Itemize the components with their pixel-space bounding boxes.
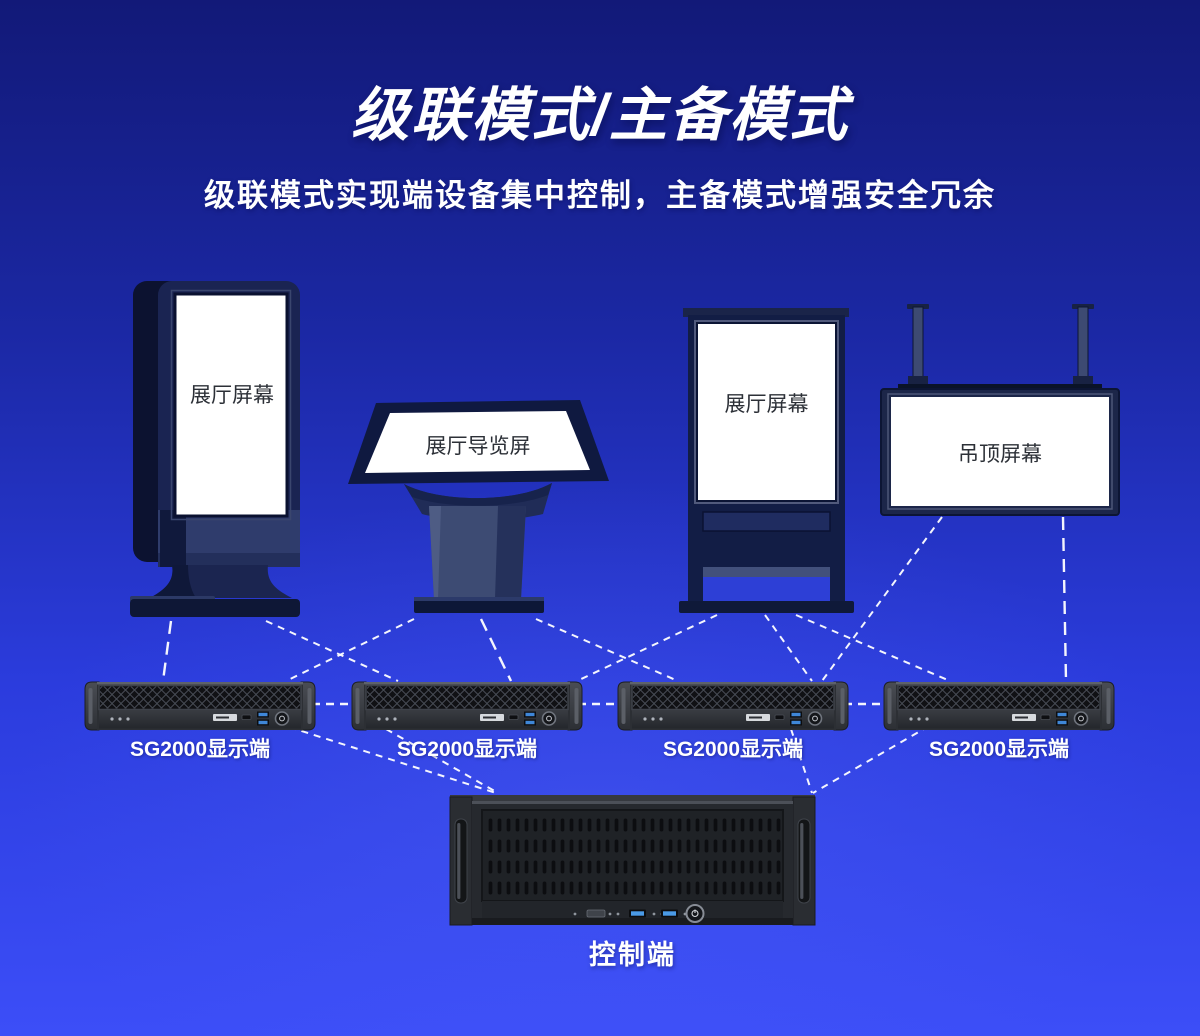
power-button-icon <box>685 904 705 923</box>
display-3-floor-stand <box>679 308 854 613</box>
server-unit-1 <box>84 681 316 731</box>
server-2-label: SG2000显示端 <box>396 738 538 761</box>
usb-ports-icon <box>629 909 678 918</box>
page-subtitle: 级联模式实现端设备集中控制，主备模式增强安全冗余 <box>204 178 996 213</box>
edge-display-3-server-3 <box>764 614 813 682</box>
page-title: 级联模式/主备模式 <box>350 83 850 148</box>
edge-display-4-server-3 <box>821 516 943 682</box>
server-unit-2 <box>351 681 583 731</box>
rack-handle-icon <box>454 818 468 904</box>
control-label: 控制端 <box>589 940 676 970</box>
display-4-screen <box>891 397 1109 506</box>
display-3-label: 展厅屏幕 <box>724 393 809 416</box>
display-4-ceiling-screen <box>880 304 1120 516</box>
server-1-label: SG2000显示端 <box>129 738 271 761</box>
edge-display-3-server-2 <box>576 614 718 682</box>
edge-display-2-server-2 <box>479 618 513 682</box>
edge-display-2-server-3 <box>535 618 679 682</box>
display-3-screen <box>696 322 837 502</box>
edge-display-2-server-1 <box>285 618 415 682</box>
ceiling-mount-poles-icon <box>907 304 1094 386</box>
display-4-label: 吊顶屏幕 <box>958 443 1042 466</box>
server-4-label: SG2000显示端 <box>928 738 1070 761</box>
server-3-label: SG2000显示端 <box>662 738 804 761</box>
edge-server-4-control <box>812 725 930 794</box>
rack-handle-icon <box>797 818 811 904</box>
control-server-unit <box>449 795 816 926</box>
connection-edges <box>161 516 1068 794</box>
server-unit-3 <box>617 681 849 731</box>
server-unit-4 <box>883 681 1115 731</box>
display-2-table-kiosk <box>348 400 609 613</box>
display-2-screen <box>365 411 590 473</box>
edge-display-1-server-2 <box>265 620 399 682</box>
edge-server-1-control <box>288 726 497 794</box>
edge-display-4-server-4 <box>1061 516 1068 682</box>
display-1-totem-kiosk <box>130 281 300 617</box>
display-2-label: 展厅导览屏 <box>425 435 531 458</box>
edge-display-1-server-1 <box>161 620 173 682</box>
display-1-label: 展厅屏幕 <box>190 384 274 407</box>
sd-slot-icon <box>586 909 606 918</box>
edge-server-2-control <box>385 728 499 794</box>
perforated-grille-icon <box>484 812 781 899</box>
edge-display-3-server-4 <box>795 614 951 682</box>
edge-server-3-control <box>790 728 813 794</box>
display-1-screen <box>173 292 289 518</box>
